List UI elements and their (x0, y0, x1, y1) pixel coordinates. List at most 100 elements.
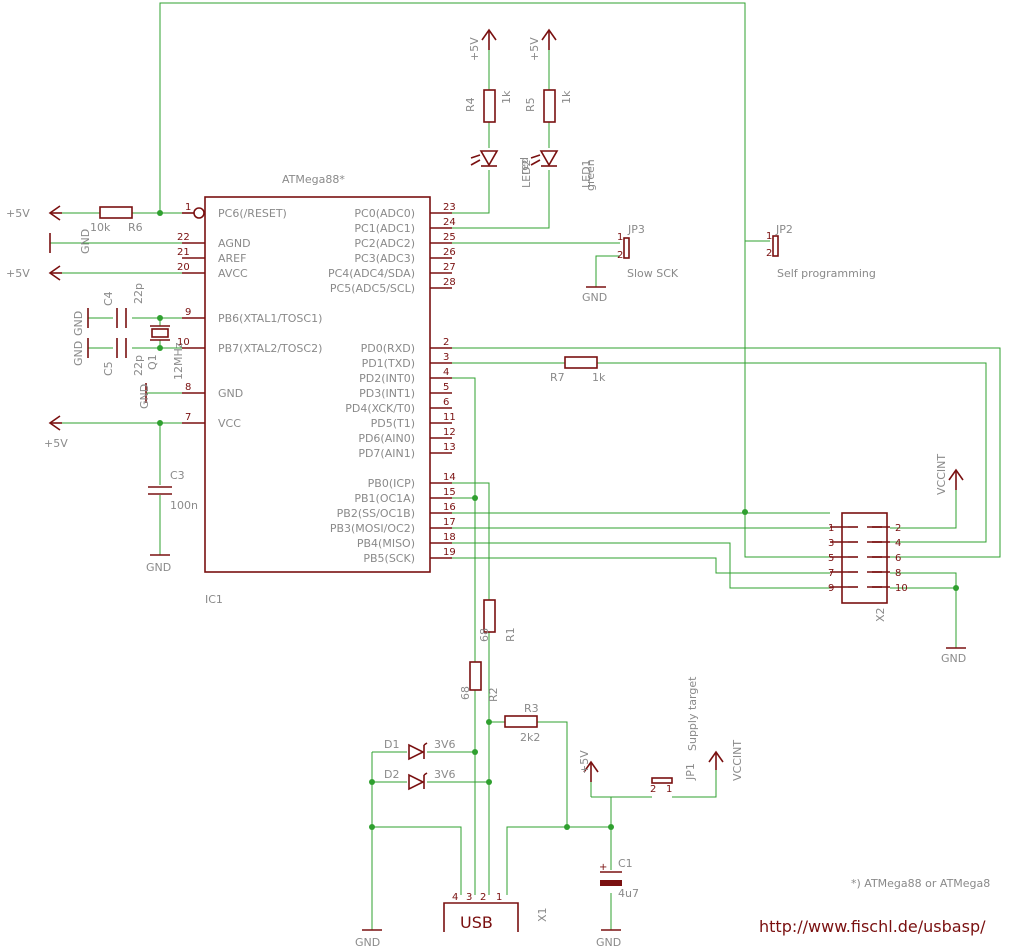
r2-ref: R2 (487, 687, 500, 702)
vcc-label-reset: +5V (6, 207, 30, 220)
ic1-pin-20: 20 AVCC (177, 262, 248, 280)
vcc-label-r4: +5V (468, 37, 481, 61)
r3-ref: R3 (524, 702, 539, 715)
led1-value: green (584, 159, 597, 191)
jumper-jp1: 2 1 JP1 Supply target (650, 676, 699, 795)
jp3-pin-2: 2 (617, 250, 623, 261)
vcc-arrow-r5: +5V (528, 28, 557, 61)
jumper-jp2: 1 2 JP2 Self programming (766, 223, 876, 280)
gnd-c4: GND (72, 308, 89, 336)
r2-value: 68 (459, 686, 472, 700)
ic1-pin-num: 26 (443, 247, 456, 258)
ic1-pin-name: PD5(T1) (371, 417, 415, 430)
usb-pin-2: 2 (480, 892, 486, 903)
q1-value: 12MHz (172, 342, 185, 380)
ic1-pin-25: 25 PC2(ADC2) (354, 232, 455, 250)
x2-pin-num: 8 (895, 568, 901, 579)
ic1-pin-10: 10 PB7(XTAL2/TOSC2) (177, 337, 322, 355)
x2-pin-num: 3 (828, 538, 834, 549)
ic1-pin-num: 11 (443, 412, 456, 423)
ic1-pin-num: 10 (177, 337, 190, 348)
ic1-name: ATMega88* (282, 173, 345, 186)
ic1-pin-num: 6 (443, 397, 449, 408)
c1-ref: C1 (618, 857, 633, 870)
gnd-d: GND (355, 929, 382, 949)
c4-value: 22p (132, 283, 145, 304)
ic1-pin-num: 20 (177, 262, 190, 273)
resistor-r1: 68 R1 (478, 599, 517, 642)
r3-value: 2k2 (520, 731, 540, 744)
c3-ref: C3 (170, 469, 185, 482)
c3-value: 100n (170, 499, 198, 512)
vcc-arrow-reset: +5V (6, 205, 62, 221)
d1-value: 3V6 (434, 738, 456, 751)
jp2-pin-1: 1 (766, 231, 772, 242)
x2-pin-num: 10 (895, 583, 908, 594)
jp2-label: Self programming (777, 267, 876, 280)
vcc-label-vcc: +5V (44, 437, 68, 450)
jp1-label: Supply target (686, 676, 699, 751)
ic1-pin-num: 23 (443, 202, 456, 213)
r7-ref: R7 (550, 371, 565, 384)
ic1-pin-name: PD0(RXD) (361, 342, 415, 355)
led-led1: LED1 green (530, 150, 597, 191)
ic1-pin-num: 25 (443, 232, 456, 243)
ic1-pin-num: 13 (443, 442, 456, 453)
jp1-pin-2: 2 (650, 784, 656, 795)
ic1-pin-name: PC2(ADC2) (354, 237, 415, 250)
gnd-label-c1: GND (596, 936, 621, 949)
r4-value: 1k (500, 90, 513, 104)
r5-ref: R5 (524, 97, 537, 112)
capacitor-c4: C4 22p (102, 283, 145, 328)
ic1-pin-num: 9 (185, 307, 191, 318)
usb-ref: X1 (536, 907, 549, 922)
url-link: http://www.fischl.de/usbasp/ (759, 917, 986, 936)
ic1-pin-num: 4 (443, 367, 449, 378)
ic1-pin-name: AREF (218, 252, 246, 265)
usb-label: USB (460, 913, 493, 932)
capacitor-c5: C5 22p (102, 338, 145, 376)
gnd-c3: GND (146, 554, 171, 574)
gnd-agnd: GND (49, 229, 92, 254)
ic1-pin-2: 2 PD0(RXD) (361, 337, 452, 355)
q1-ref: Q1 (146, 354, 159, 370)
ic1-ref: IC1 (205, 593, 223, 606)
gnd-label-agnd: GND (79, 229, 92, 254)
gnd-jp3: GND (582, 286, 607, 304)
reset-inversion-bubble (193, 207, 205, 219)
ic1-pin-name: AVCC (218, 267, 248, 280)
ic1-pin-name: PB6(XTAL1/TOSC1) (218, 312, 322, 325)
usb-pin-1: 1 (496, 892, 502, 903)
gnd-c5: GND (72, 338, 89, 366)
ic1-pin-num: 5 (443, 382, 449, 393)
ic1-pin-name: GND (218, 387, 243, 400)
ic1-pin-name: PC3(ADC3) (354, 252, 415, 265)
gnd-label-d: GND (355, 936, 380, 949)
ic1-pin-name: PB4(MISO) (357, 537, 415, 550)
d1-ref: D1 (384, 738, 399, 751)
ic1-pin-name: PC1(ADC1) (354, 222, 415, 235)
vcc-label-jp1: +5V (578, 750, 591, 774)
jumper-jp3: 1 2 JP3 Slow SCK (617, 223, 679, 280)
led1-ref: LED1 (580, 159, 593, 188)
jp2-pin-2: 2 (766, 248, 772, 259)
x2-pin-num: 1 (828, 523, 834, 534)
ic1-pin-num: 2 (443, 337, 449, 348)
ic1-pin-name: PB7(XTAL2/TOSC2) (218, 342, 322, 355)
ic1-pin-num: 7 (185, 412, 191, 423)
crystal-q1: Q1 12MHz (146, 325, 185, 380)
gnd-x2: GND (941, 647, 966, 665)
ic1-pin-num: 17 (443, 517, 456, 528)
